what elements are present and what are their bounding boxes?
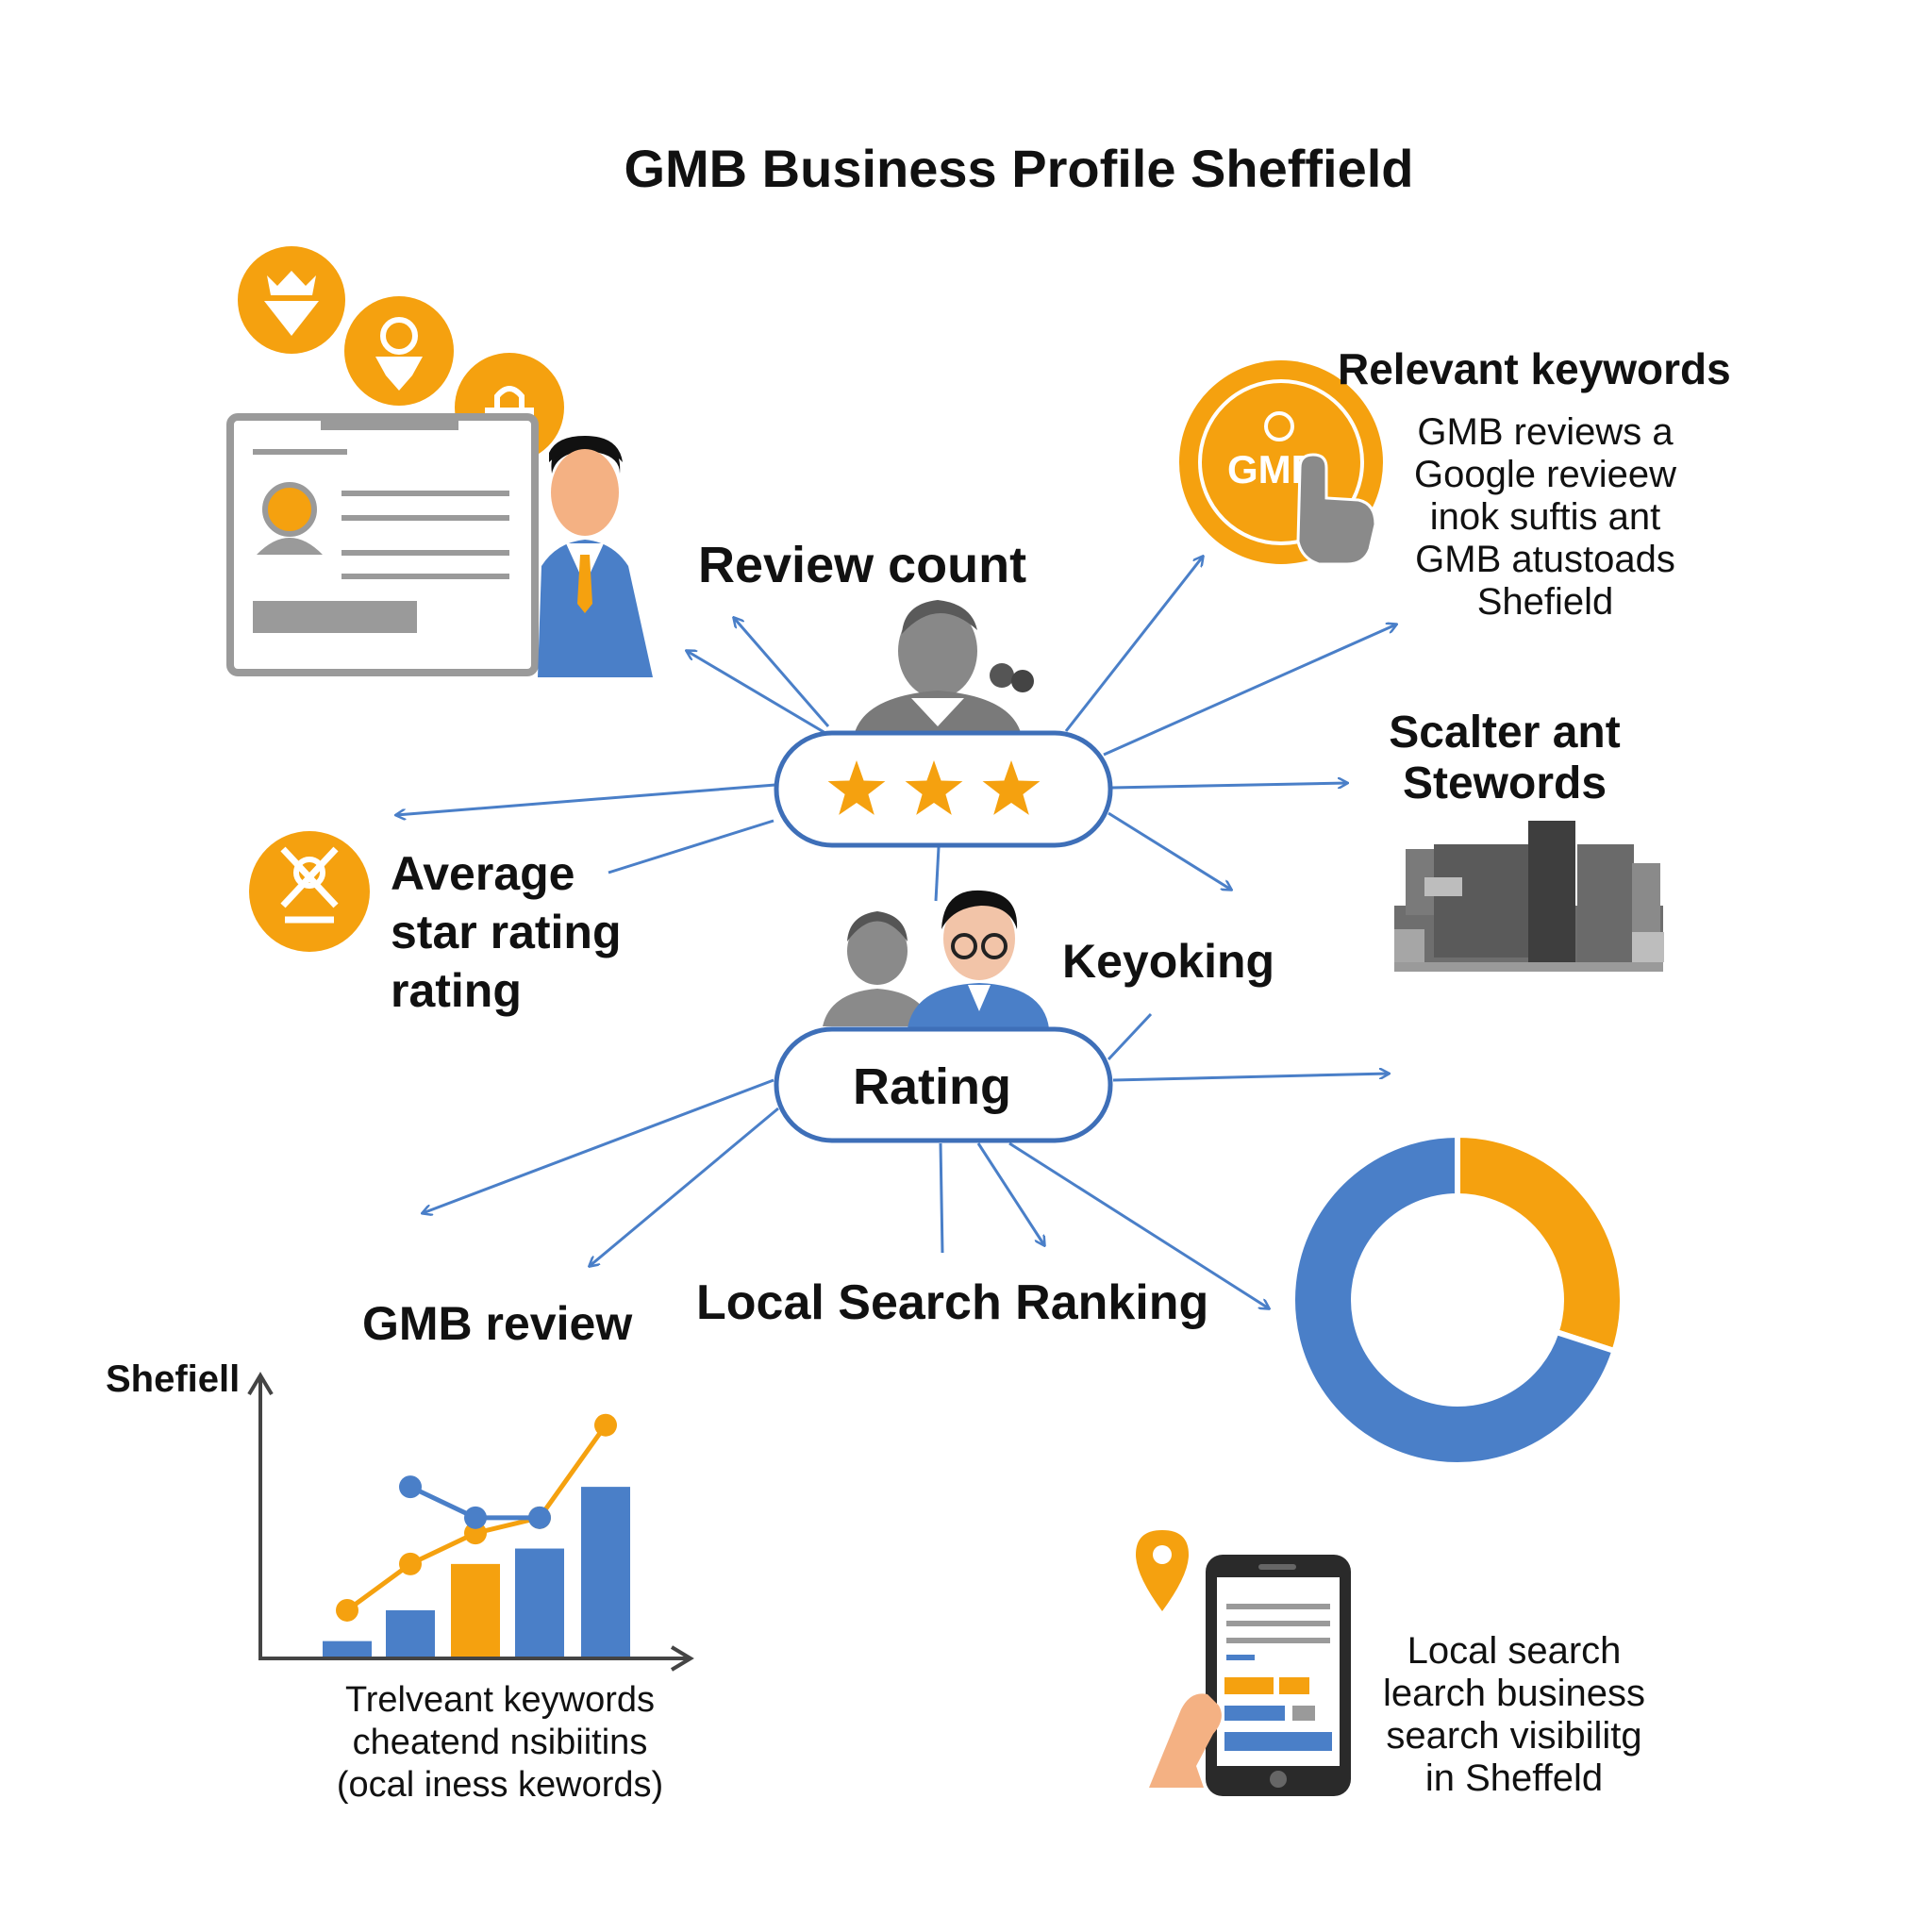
chart-axis-label: Shefiell (106, 1358, 241, 1400)
rating-person-icon (249, 831, 370, 952)
keyword-note: GMB reviews a Google revieew inok suftis… (1375, 411, 1715, 624)
keyword-note-line: Google revieew (1414, 454, 1676, 495)
connector-arrows (396, 557, 1396, 1308)
chart-point (464, 1506, 487, 1529)
smartphone-icon (1149, 1555, 1351, 1796)
donut-slice (1289, 1131, 1619, 1468)
team-icon (823, 890, 1049, 1028)
rating-node-label: Rating (853, 1058, 1011, 1115)
chart-point (399, 1475, 422, 1499)
person-badge-icon (344, 296, 454, 406)
growth-chart (247, 1372, 694, 1672)
chart-point (594, 1413, 617, 1437)
relevant-keywords-label: Relevant keywords (1338, 344, 1731, 393)
chart-bar (386, 1609, 435, 1657)
average-rating-line: Average (391, 847, 575, 900)
profile-card-icon (226, 413, 539, 676)
chart-point (528, 1506, 551, 1529)
star-rating (827, 760, 1041, 815)
arrow-to-keyoking (1108, 811, 1231, 890)
gmb-review-label: GMB review (362, 1297, 633, 1350)
phone-caption-line: Local search (1407, 1630, 1622, 1672)
star-icon (982, 760, 1041, 815)
chart-caption-line: Trelveant keywords (344, 1680, 656, 1720)
arrow-down-right (976, 1142, 1044, 1245)
keyword-note-line: inok suftis ant (1429, 496, 1661, 538)
arrow-to-profile (687, 651, 831, 738)
arrow-to-gmb-badge (1064, 557, 1203, 732)
arrow-to-right (1112, 1074, 1389, 1082)
link-stars-to-people (934, 846, 941, 902)
chart-bar (515, 1548, 564, 1657)
local-search-ranking-label: Local Search Ranking (696, 1275, 1209, 1330)
scalter-line: Stewords (1402, 758, 1607, 808)
hand-pointer-icon (1296, 453, 1377, 566)
chart-bar (451, 1563, 500, 1657)
keyword-note-line: Shefield (1476, 581, 1614, 623)
businessman-icon (538, 436, 653, 677)
scalter-label: Scalter ant Stewords (1358, 708, 1651, 809)
star-icon (827, 760, 886, 815)
arrow-from-average (608, 819, 774, 874)
reviewer-icon (854, 600, 1034, 736)
phone-caption-line: in Sheffeld (1424, 1757, 1604, 1799)
keyword-note-line: GMB reviews a (1417, 411, 1674, 453)
chart-point (336, 1598, 358, 1622)
chart-bar (323, 1641, 372, 1657)
crown-icon (238, 246, 345, 354)
keyoking-label: Keyoking (1062, 935, 1275, 988)
page-title: GMB Business Profile Sheffield (624, 139, 1414, 198)
arrow-down-center (939, 1142, 944, 1254)
arrow-to-average-rating (396, 783, 776, 815)
arrow-to-gmb-review (590, 1107, 779, 1266)
arrow-to-keyword-note (1103, 625, 1396, 757)
city-icon (1394, 821, 1664, 972)
chart-caption-line: (ocal iness kewords) (336, 1765, 664, 1805)
keyword-note-line: GMB atustoads (1415, 539, 1675, 580)
phone-caption-line: learch business (1383, 1673, 1645, 1714)
donut-chart (1289, 1131, 1625, 1468)
rating-node: Rating (774, 1026, 1113, 1143)
star-icon (905, 760, 963, 815)
average-rating-label: Average star rating rating (391, 844, 622, 1020)
phone-caption-line: search visibilitg (1386, 1715, 1642, 1757)
arrow-to-scalter (1110, 783, 1347, 790)
link-keyoking (1107, 1012, 1153, 1061)
chart-bar (581, 1487, 630, 1657)
chart-caption: Trelveant keywords cheatend nsibiitins (… (302, 1679, 698, 1807)
phone-caption: Local search learch business search visi… (1358, 1630, 1670, 1800)
arrow-to-review-count (734, 618, 830, 727)
scalter-line: Scalter ant (1389, 708, 1621, 758)
chart-point (399, 1552, 422, 1575)
review-count-label: Review count (698, 537, 1027, 593)
location-pin-icon (1136, 1530, 1189, 1611)
donut-slice (1455, 1131, 1625, 1355)
average-rating-line: star rating (391, 906, 622, 958)
arrow-to-donut (1008, 1141, 1269, 1308)
arrow-to-left (423, 1078, 774, 1213)
average-rating-line: rating (391, 964, 522, 1017)
chart-caption-line: cheatend nsibiitins (352, 1723, 648, 1762)
